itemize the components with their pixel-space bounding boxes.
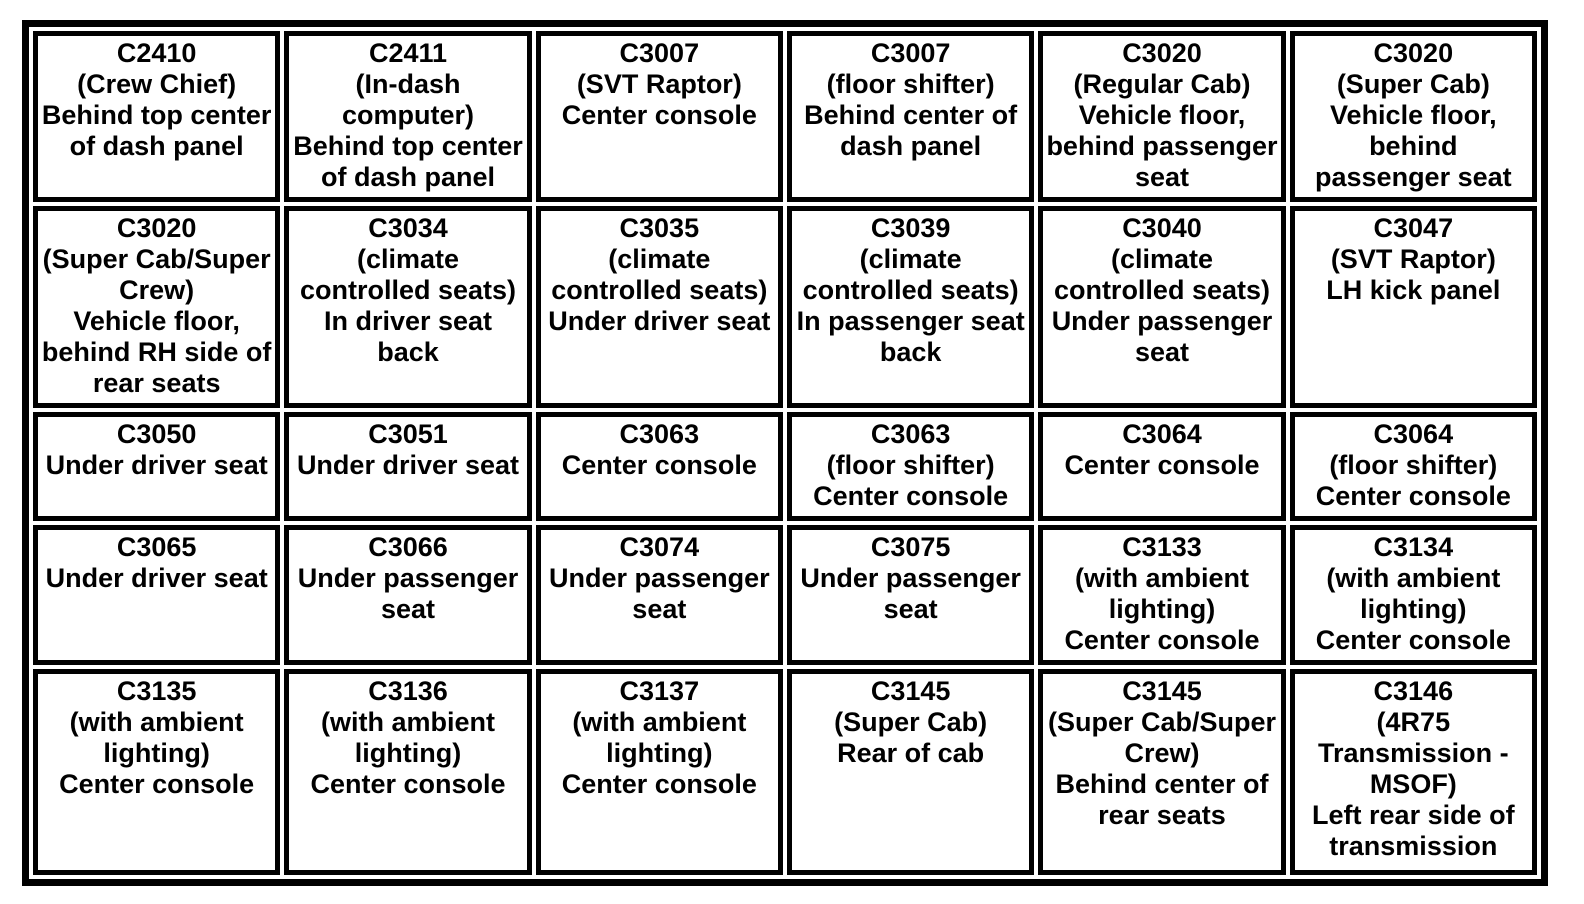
cell-r4c1-c3065: C3065 Under driver seat: [33, 525, 281, 665]
cell-r2c4-c3039: C3039 (climate controlled seats) In pass…: [786, 206, 1035, 408]
cell-r3c5-c3064: C3064 Center console: [1038, 412, 1286, 521]
cell-r5c5-c3145: C3145 (Super Cab/Super Crew) Behind cent…: [1038, 669, 1286, 875]
table-row: C3050 Under driver seat C3051 Under driv…: [33, 412, 1537, 521]
cell-r3c1-c3050: C3050 Under driver seat: [33, 412, 281, 521]
cell-r4c6-c3134: C3134 (with ambient lighting) Center con…: [1289, 525, 1537, 665]
cell-r5c4-c3145: C3145 (Super Cab) Rear of cab: [786, 669, 1035, 875]
cell-r1c3-c3007: C3007 (SVT Raptor) Center console: [535, 31, 783, 202]
cell-r2c2-c3034: C3034 (climate controlled seats) In driv…: [284, 206, 532, 408]
cell-r5c6-c3146: C3146 (4R75 Transmission - MSOF) Left re…: [1289, 669, 1537, 875]
cell-r2c6-c3047: C3047 (SVT Raptor) LH kick panel: [1289, 206, 1537, 408]
cell-r3c6-c3064: C3064 (floor shifter) Center console: [1289, 412, 1537, 521]
cell-r1c1-c2410: C2410 (Crew Chief) Behind top center of …: [33, 31, 281, 202]
table-row: C3135 (with ambient lighting) Center con…: [33, 669, 1537, 875]
cell-r3c3-c3063: C3063 Center console: [535, 412, 783, 521]
cell-r2c1-c3020: C3020 (Super Cab/Super Crew) Vehicle flo…: [33, 206, 281, 408]
cell-r1c4-c3007: C3007 (floor shifter) Behind center of d…: [786, 31, 1035, 202]
cell-r1c2-c2411: C2411 (In-dash computer) Behind top cent…: [284, 31, 532, 202]
cell-r5c3-c3137: C3137 (with ambient lighting) Center con…: [535, 669, 783, 875]
cell-r2c3-c3035: C3035 (climate controlled seats) Under d…: [535, 206, 783, 408]
cell-r3c2-c3051: C3051 Under driver seat: [284, 412, 532, 521]
cell-r5c2-c3136: C3136 (with ambient lighting) Center con…: [284, 669, 532, 875]
cell-r4c4-c3075: C3075 Under passenger seat: [786, 525, 1035, 665]
table-row: C2410 (Crew Chief) Behind top center of …: [33, 31, 1537, 202]
cell-r1c5-c3020: C3020 (Regular Cab) Vehicle floor, behin…: [1038, 31, 1286, 202]
cell-r4c3-c3074: C3074 Under passenger seat: [535, 525, 783, 665]
table-row: C3020 (Super Cab/Super Crew) Vehicle flo…: [33, 206, 1537, 408]
cell-r2c5-c3040: C3040 (climate controlled seats) Under p…: [1038, 206, 1286, 408]
cell-r3c4-c3063: C3063 (floor shifter) Center console: [786, 412, 1035, 521]
cell-r4c2-c3066: C3066 Under passenger seat: [284, 525, 532, 665]
connector-location-table: C2410 (Crew Chief) Behind top center of …: [22, 20, 1548, 886]
table-row: C3065 Under driver seat C3066 Under pass…: [33, 525, 1537, 665]
cell-r1c6-c3020: C3020 (Super Cab) Vehicle floor, behind …: [1289, 31, 1537, 202]
cell-r4c5-c3133: C3133 (with ambient lighting) Center con…: [1038, 525, 1286, 665]
cell-r5c1-c3135: C3135 (with ambient lighting) Center con…: [33, 669, 281, 875]
